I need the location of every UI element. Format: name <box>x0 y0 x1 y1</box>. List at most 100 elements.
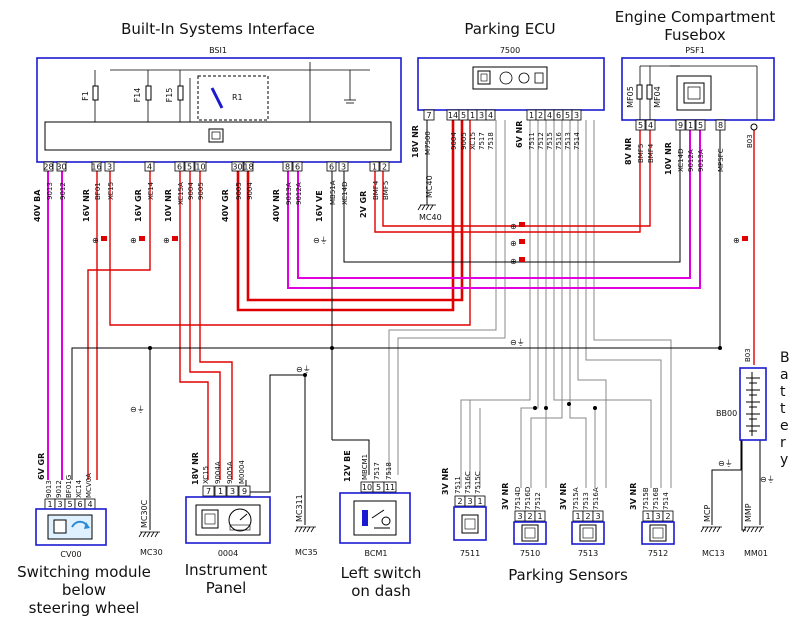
sensor-7511: 3V NR 7511 7516C 7515C 2 3 1 7511 <box>441 468 487 558</box>
ecu-code: 7500 <box>500 46 520 55</box>
ground-mc13: MCP MC13 <box>700 505 725 558</box>
cv00-label-line1: Switching module <box>17 563 151 581</box>
svg-text:BF01: BF01 <box>94 182 102 200</box>
svg-text:MM01: MM01 <box>744 549 768 558</box>
psf-code: PSF1 <box>685 46 705 55</box>
svg-text:9012A: 9012A <box>687 149 695 172</box>
svg-text:5: 5 <box>698 121 703 130</box>
svg-text:10V NR: 10V NR <box>664 142 673 175</box>
svg-text:3: 3 <box>230 487 235 496</box>
panel-cluster-icon <box>195 504 261 536</box>
ground-mc40-label: MC40 <box>425 175 434 198</box>
svg-text:7512: 7512 <box>537 132 545 150</box>
svg-text:2: 2 <box>382 163 387 172</box>
relay-r1-label: R1 <box>232 93 243 102</box>
fuse-symbol-box-4 <box>519 222 525 227</box>
panel-wire-3: 9005A <box>226 461 234 484</box>
battery-wire-label: B03 <box>744 348 752 362</box>
svg-text:3: 3 <box>655 512 660 521</box>
svg-text:XC15: XC15 <box>107 182 115 200</box>
svg-text:3V NR: 3V NR <box>629 483 638 510</box>
bcm1-code: BCM1 <box>365 549 388 558</box>
psf-b03-terminal <box>750 123 758 131</box>
svg-text:3V NR: 3V NR <box>441 468 450 495</box>
battery: B03 BB00 B a t t e r y <box>716 348 790 468</box>
bsi-inner-bus <box>44 121 392 151</box>
svg-text:1: 1 <box>477 497 482 506</box>
svg-text:4: 4 <box>488 111 493 120</box>
instrument-panel: 18V NR XC15 9004A 9005A M0004 7 1 3 9 00… <box>185 452 271 597</box>
bcm1-wire-2: 7517 <box>373 462 381 480</box>
bsi-a-pins: 16 3 16V NR BF01 XC15 <box>82 161 115 222</box>
fuse-f15-icon <box>177 85 184 101</box>
fuse-symbol-box-3 <box>172 236 178 241</box>
svg-text:BMF5: BMF5 <box>637 144 645 163</box>
svg-text:5: 5 <box>565 111 570 120</box>
fuse-symbol-box-2 <box>139 236 145 241</box>
cv00-wire-4: XC14 <box>75 479 83 498</box>
fuse-symbol-5: ⊕ <box>510 239 517 248</box>
panel-label-line1: Instrument <box>185 561 268 579</box>
svg-text:3: 3 <box>479 111 484 120</box>
ecu-box <box>417 57 605 111</box>
cv00-module-icon <box>47 514 93 540</box>
svg-text:9004: 9004 <box>246 182 254 200</box>
cv00-wire-2: 9012 <box>55 480 63 498</box>
svg-text:9013A: 9013A <box>697 149 705 172</box>
psf-b-pins: 9 1 5 8 10V NR XC14D 9012A 9013A MPSFC <box>664 119 726 175</box>
svg-text:16V NR: 16V NR <box>82 189 91 222</box>
cv00-box <box>35 508 107 546</box>
svg-text:10: 10 <box>195 163 205 172</box>
ecu-mid-pins: 14 5 1 3 4 9004 9005 XC15 7517 7518 <box>446 109 496 150</box>
ground-mc35: MC311 MC35 <box>294 494 318 557</box>
svg-text:XC14D: XC14D <box>341 182 349 205</box>
fuse-mf04-label: MF04 <box>653 86 662 108</box>
svg-text:5: 5 <box>461 111 466 120</box>
svg-text:2: 2 <box>665 512 670 521</box>
svg-text:5: 5 <box>638 121 643 130</box>
ground-wires <box>71 120 761 531</box>
svg-text:40V GR: 40V GR <box>221 189 230 222</box>
svg-text:XC15A: XC15A <box>177 182 185 205</box>
svg-text:6: 6 <box>295 163 300 172</box>
battery-code: BB00 <box>716 409 737 418</box>
svg-text:3: 3 <box>57 500 62 509</box>
svg-text:8V NR: 8V NR <box>624 138 633 165</box>
ground-symbol-5: ⊖⏚ <box>718 459 733 468</box>
bsi-module: Built-In Systems Interface BSI1 F1 F14 F… <box>36 20 402 163</box>
left-dash-switch: 12V BE MBCM1 7517 7518 10 5 11 BCM1 Left… <box>339 450 421 600</box>
svg-text:MPSFC: MPSFC <box>717 148 725 172</box>
svg-text:7510: 7510 <box>520 549 540 558</box>
svg-text:MB51A: MB51A <box>329 180 337 205</box>
panel-wire-4: M0004 <box>238 460 246 484</box>
panel-label-line2: Panel <box>206 579 246 597</box>
svg-text:9013: 9013 <box>46 182 54 200</box>
svg-text:1: 1 <box>688 121 693 130</box>
ground-symbol-6: ⊖⏚ <box>760 475 775 484</box>
cv00-wire-5: MCV0A <box>85 473 93 498</box>
bsi-f-pins: 6 3 16V VE MB51A XC14D <box>315 161 349 222</box>
psf-b03-label: B03 <box>746 134 754 148</box>
svg-text:7514: 7514 <box>662 492 670 510</box>
psf-title-line1: Engine Compartment <box>615 8 776 26</box>
svg-text:7514: 7514 <box>573 132 581 150</box>
fuse-f1-label: F1 <box>81 91 90 101</box>
svg-text:XC14: XC14 <box>147 181 155 200</box>
svg-text:MCP: MCP <box>703 505 712 522</box>
svg-text:7515B: 7515B <box>642 487 650 510</box>
svg-text:3: 3 <box>107 163 112 172</box>
svg-text:9: 9 <box>242 487 247 496</box>
ecu-title: Parking ECU <box>464 20 555 38</box>
svg-text:MMP: MMP <box>744 503 753 522</box>
svg-text:1: 1 <box>575 512 580 521</box>
svg-text:1: 1 <box>529 111 534 120</box>
battery-label-a: a <box>780 367 789 383</box>
svg-text:7516A: 7516A <box>592 487 600 510</box>
fuse-f14-label: F14 <box>133 88 142 103</box>
cv00-wire-1: 9013 <box>45 480 53 498</box>
svg-text:8: 8 <box>718 121 723 130</box>
bcm1-box <box>339 492 411 544</box>
svg-text:7517: 7517 <box>478 132 486 150</box>
fuse-symbol-6: ⊕ <box>510 257 517 266</box>
